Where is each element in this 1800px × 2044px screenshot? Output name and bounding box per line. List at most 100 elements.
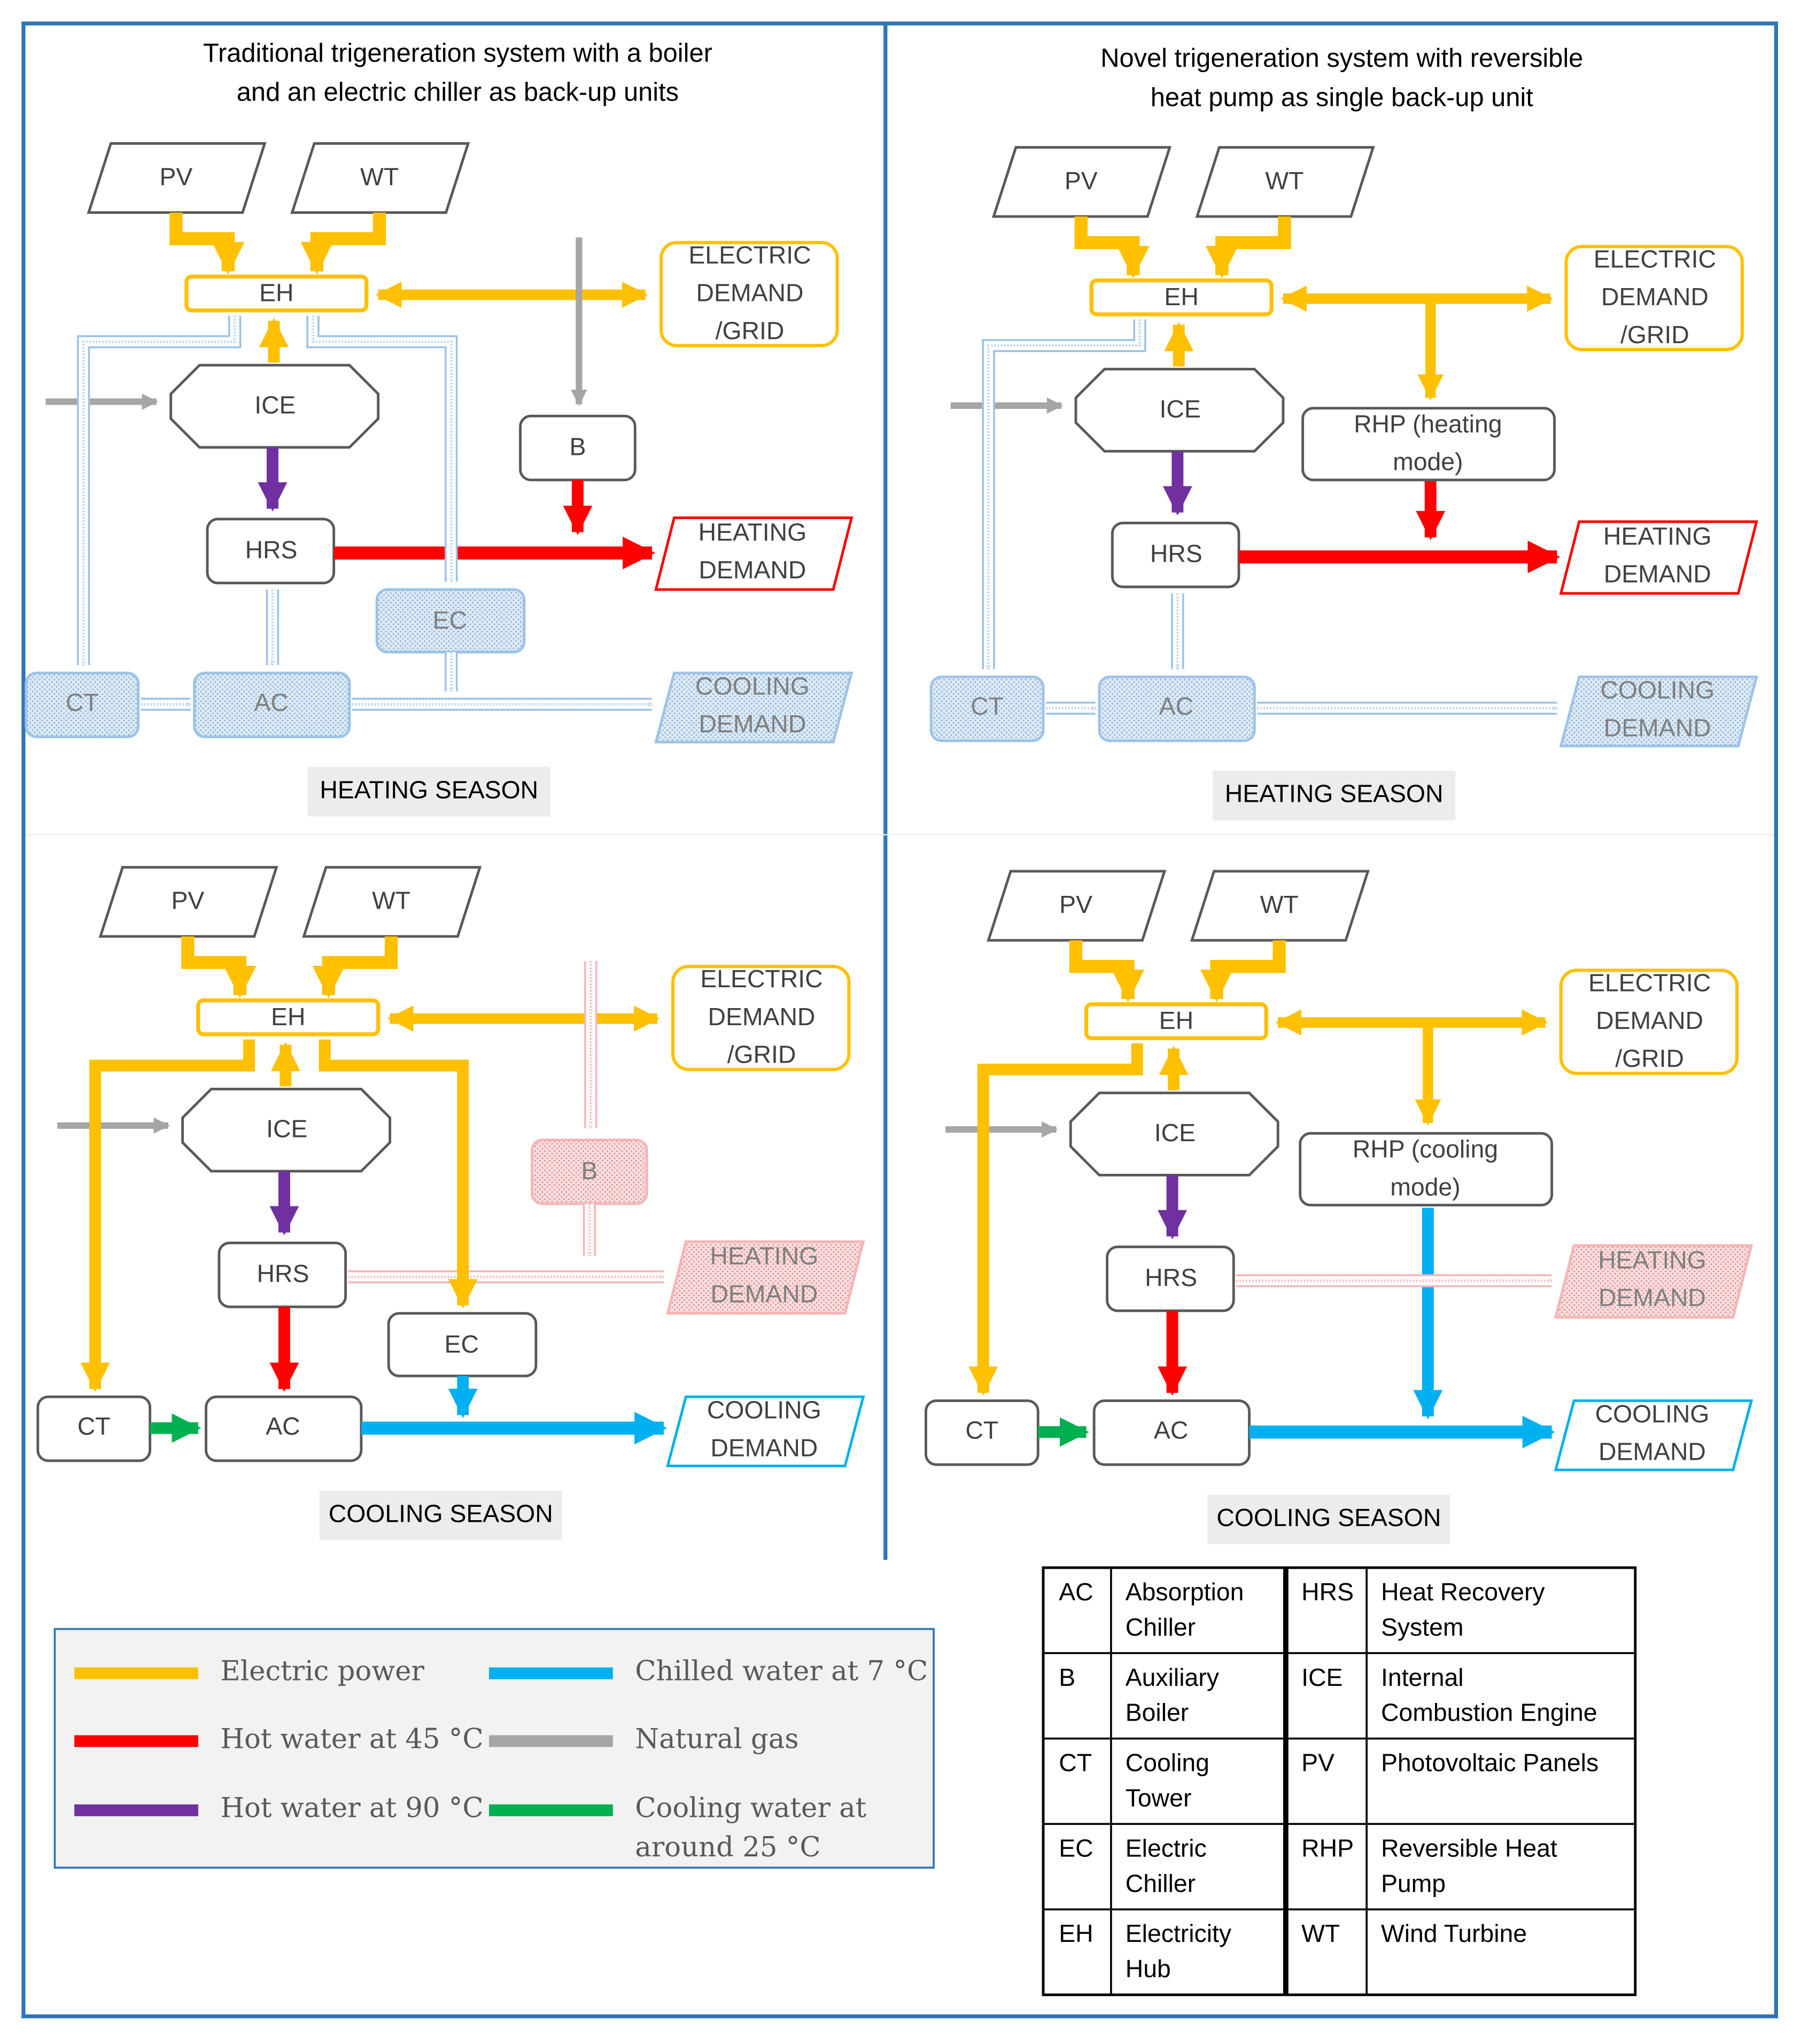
season-label: COOLING SEASON: [1216, 1504, 1441, 1531]
cooling-demand-box: [666, 1395, 865, 1468]
electric-demand-box: [671, 964, 851, 1071]
ac-box: [1098, 675, 1256, 742]
eh-label: EH: [1164, 283, 1198, 311]
pv-label: PV: [1065, 167, 1098, 195]
boiler-label: B: [581, 1157, 598, 1184]
rhp-heating-label: RHP (heating: [1354, 410, 1502, 438]
glossary-def: Reversible Heat: [1381, 1834, 1557, 1862]
rhp-cooling-box: [1299, 1132, 1554, 1207]
ac-box: [193, 671, 351, 739]
glossary-def: Chiller: [1126, 1613, 1196, 1641]
legend-label: Hot water at 45 °C: [220, 1723, 483, 1755]
cooling-demand-label: DEMAND: [699, 710, 806, 738]
cooling-demand-label: COOLING: [1600, 676, 1714, 704]
season-badge: [319, 1490, 562, 1540]
eh-to-ec-arrow: [319, 1039, 478, 1309]
hrs-label: HRS: [1150, 540, 1202, 568]
ac-label: AC: [266, 1412, 300, 1440]
glossary-def: Electricity: [1126, 1919, 1232, 1947]
rhp-heating-label: mode): [1393, 448, 1463, 476]
ct-label: CT: [971, 692, 1004, 720]
wt-to-eh-arrow: [1200, 940, 1286, 1003]
electric-demand-label: ELECTRIC: [688, 241, 811, 269]
eh-label: EH: [1159, 1006, 1193, 1034]
glossary-abbr: ICE: [1301, 1663, 1343, 1691]
heating-demand-label: HEATING: [1598, 1246, 1706, 1274]
electric-demand-label: /GRID: [1615, 1044, 1684, 1072]
wt-box: [290, 142, 470, 214]
cooling-demand-box: [654, 671, 854, 744]
pv-label: PV: [1059, 891, 1092, 918]
ec-label: EC: [445, 1330, 479, 1358]
electric-demand-label: DEMAND: [708, 1003, 816, 1031]
electric-demand-label: ELECTRIC: [700, 965, 823, 993]
glossary-abbr: RHP: [1301, 1834, 1354, 1862]
glossary-def: Hub: [1126, 1955, 1171, 1983]
season-label: HEATING SEASON: [320, 776, 538, 803]
eh-box: [196, 998, 381, 1036]
glossary-abbr: PV: [1301, 1749, 1335, 1777]
ice-box: [181, 1087, 391, 1173]
eh-to-ct-faded: [83, 315, 236, 665]
legend-label: Hot water at 90 °C: [220, 1792, 483, 1824]
glossary-abbr: B: [1059, 1663, 1075, 1691]
hrs-label: HRS: [1145, 1264, 1197, 1291]
pv-to-eh-arrow: [181, 936, 257, 998]
cooling-demand-label: DEMAND: [710, 1434, 818, 1461]
glossary-abbr: AC: [1059, 1578, 1093, 1606]
wt-label: WT: [372, 887, 410, 915]
wt-label: WT: [360, 163, 399, 191]
pv-box: [991, 146, 1172, 218]
cooling-demand-label: COOLING: [1595, 1400, 1710, 1428]
ice-label: ICE: [266, 1115, 307, 1143]
glossary-def: Cooling: [1126, 1749, 1209, 1777]
electric-demand-label: /GRID: [727, 1041, 796, 1069]
electric-demand-box: [660, 241, 839, 347]
pv-to-eh-arrow: [1074, 216, 1150, 278]
glossary-abbr: EH: [1059, 1919, 1093, 1947]
ac-label: AC: [1159, 692, 1193, 720]
ct-box: [25, 671, 140, 739]
wt-box: [1190, 870, 1370, 942]
glossary-def: Photovoltaic Panels: [1381, 1749, 1599, 1777]
eh-to-ct-arrow: [80, 1039, 255, 1392]
legend-label: Chilled water at 7 °C: [635, 1655, 928, 1687]
wt-box: [302, 866, 482, 938]
glossary-border: [1042, 1566, 1637, 1996]
legend-label: Electric power: [220, 1655, 424, 1687]
pv-to-eh-arrow: [1069, 940, 1145, 1003]
eh-label: EH: [271, 1003, 305, 1031]
legend-label: Cooling water at: [635, 1792, 866, 1824]
wt-label: WT: [1260, 891, 1299, 918]
title-traditional: Traditional trigeneration system with a …: [203, 38, 712, 67]
electric-demand-box: [1564, 245, 1744, 351]
heating-demand-label: DEMAND: [710, 1280, 818, 1307]
glossary-def: Boiler: [1126, 1699, 1189, 1726]
eh-to-ec-faded: [312, 315, 452, 582]
wt-to-eh-arrow: [300, 212, 386, 275]
ice-label: ICE: [1160, 395, 1201, 423]
cooling-demand-label: COOLING: [695, 672, 810, 700]
heating-demand-label: HEATING: [699, 518, 807, 546]
glossary-def: Combustion Engine: [1381, 1699, 1597, 1726]
rhp-cooling-label: RHP (cooling: [1353, 1135, 1498, 1163]
title-traditional: and an electric chiller as back-up units: [237, 78, 679, 107]
heating-demand-box: [1559, 520, 1758, 595]
glossary-def: Auxiliary: [1126, 1663, 1220, 1691]
electric-demand-box: [1559, 969, 1739, 1075]
season-label: HEATING SEASON: [1225, 780, 1444, 808]
electric-demand-label: /GRID: [1620, 321, 1689, 349]
electric-demand-label: DEMAND: [696, 279, 804, 307]
ct-label: CT: [965, 1416, 998, 1444]
season-label: COOLING SEASON: [329, 1500, 553, 1528]
ice-label: ICE: [1154, 1119, 1196, 1147]
glossary-def: Internal: [1381, 1663, 1464, 1691]
pv-box: [98, 866, 278, 938]
eh-box: [1089, 278, 1274, 316]
eh-box: [184, 274, 369, 313]
glossary-abbr: WT: [1301, 1919, 1340, 1947]
electric-demand-label: ELECTRIC: [1594, 245, 1716, 273]
glossary-abbr: EC: [1059, 1834, 1093, 1862]
electric-demand-label: DEMAND: [1601, 283, 1709, 311]
